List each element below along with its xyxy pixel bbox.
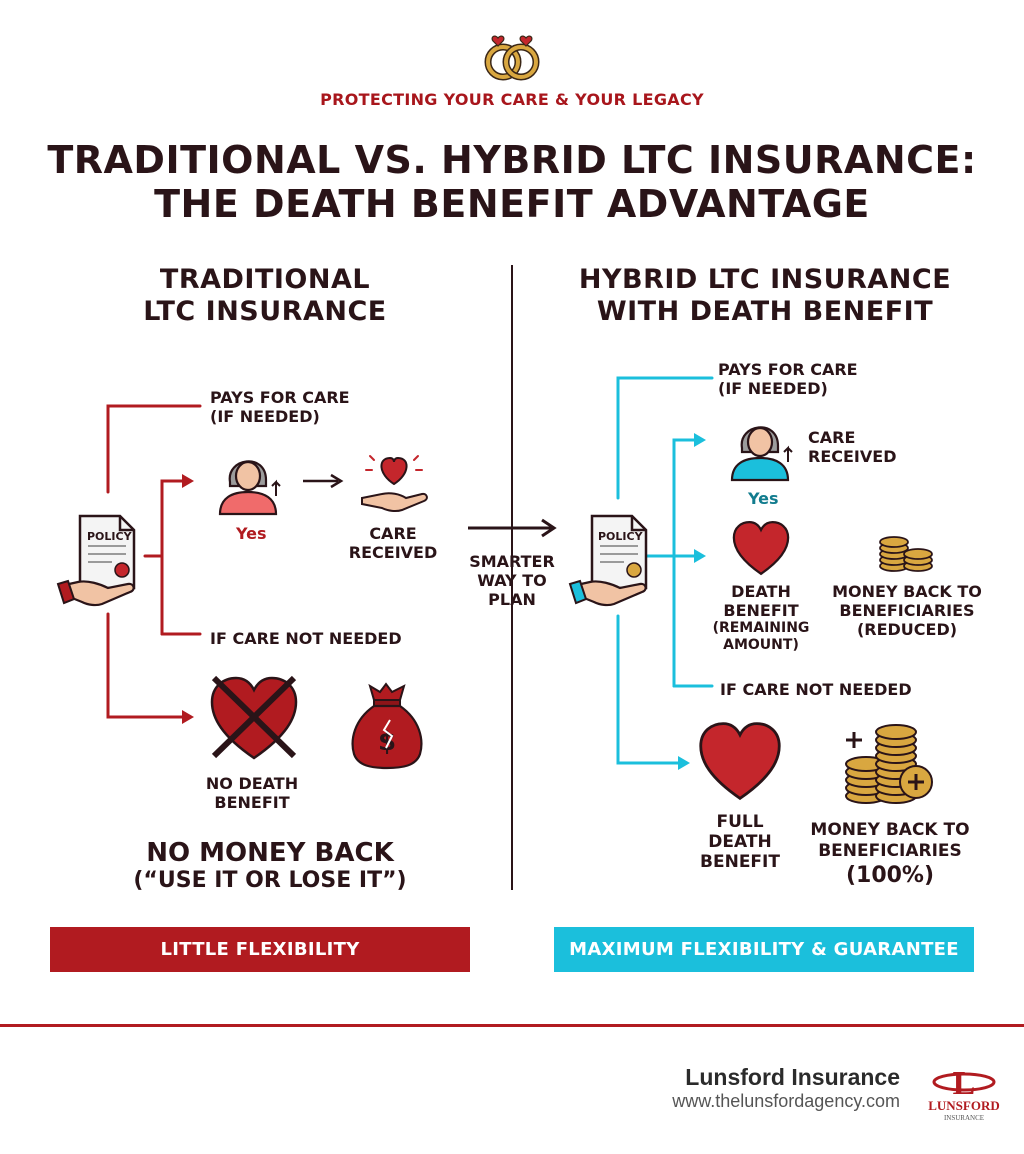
hybrid-title: HYBRID LTC INSURANCE WITH DEATH BENEFIT — [530, 264, 1000, 328]
hybrid-pays-for-care: PAYS FOR CARE (IF NEEDED) — [718, 360, 858, 398]
traditional-policy-label: POLICY — [87, 530, 132, 543]
no-death-benefit: NO DEATH BENEFIT — [182, 774, 322, 812]
smarter-way-arrow — [468, 518, 557, 538]
death-benefit-heart-icon — [732, 521, 790, 576]
coins-stack-plus-icon — [845, 724, 933, 804]
logo-word: LUNSFORD — [928, 1098, 1000, 1113]
torn-money-bag-icon: $ — [351, 682, 423, 770]
use-it-or-lose-it: (“USE IT OR LOSE IT”) — [133, 868, 407, 893]
full-death-benefit: FULL DEATH BENEFIT — [680, 812, 800, 872]
smarter-way-line3: PLAN — [488, 590, 536, 609]
maximum-flexibility-banner: MAXIMUM FLEXIBILITY & GUARANTEE — [554, 927, 974, 972]
money-back-full: MONEY BACK TO BENEFICIARIES (100%) — [800, 820, 980, 890]
traditional-flow-connectors — [106, 404, 344, 724]
hybrid-if-care-not-needed: IF CARE NOT NEEDED — [720, 680, 912, 699]
traditional-pays-for-care: PAYS FOR CARE (IF NEEDED) — [210, 388, 350, 426]
traditional-yes-label: Yes — [236, 524, 267, 543]
money-back-reduced-line3: (REDUCED) — [856, 620, 958, 639]
wedding-rings-icon — [484, 35, 540, 81]
hybrid-patient-icon — [730, 426, 793, 482]
no-death-benefit-line1: NO DEATH — [205, 774, 299, 793]
money-back-reduced: MONEY BACK TO BENEFICIARIES (REDUCED) — [824, 582, 990, 639]
coins-small-icon — [879, 536, 933, 572]
crossed-heart-icon — [210, 675, 298, 760]
little-flexibility-banner: LITTLE FLEXIBILITY — [50, 927, 470, 972]
death-benefit-line4: AMOUNT) — [723, 637, 799, 653]
death-benefit-line1: DEATH — [731, 582, 791, 601]
money-back-full-line3: (100%) — [845, 863, 935, 888]
no-death-benefit-line2: BENEFIT — [214, 793, 290, 812]
hybrid-care-received-line2: RECEIVED — [808, 447, 897, 466]
center-divider — [511, 265, 513, 890]
brand-name: Lunsford Insurance — [685, 1064, 900, 1090]
money-back-reduced-line1: MONEY BACK TO — [832, 582, 982, 601]
heart-in-hand-icon — [361, 455, 428, 513]
brand-url[interactable]: www.thelunsfordagency.com — [672, 1091, 900, 1111]
hybrid-pays-for-care-line2: (IF NEEDED) — [718, 379, 828, 398]
hybrid-policy-label: POLICY — [598, 530, 643, 543]
traditional-title: TRADITIONAL LTC INSURANCE — [50, 264, 480, 328]
eyebrow-tagline: PROTECTING YOUR CARE & YOUR LEGACY — [320, 90, 704, 109]
smarter-way-line1: SMARTER — [469, 552, 555, 571]
money-back-full-line2: BENEFICIARIES — [818, 841, 962, 861]
hybrid-care-received: CARE RECEIVED — [808, 428, 896, 466]
hybrid-flow-connectors — [616, 376, 714, 770]
hybrid-title-line1: HYBRID LTC INSURANCE — [578, 264, 952, 295]
traditional-title-line2: LTC INSURANCE — [143, 296, 387, 327]
traditional-title-line1: TRADITIONAL — [159, 264, 371, 295]
footer-divider — [0, 1024, 1024, 1027]
traditional-if-care-not-needed: IF CARE NOT NEEDED — [210, 629, 402, 648]
traditional-care-received-line2: RECEIVED — [348, 543, 438, 562]
page-title-line2: THE DEATH BENEFIT ADVANTAGE — [154, 182, 870, 226]
hybrid-yes-label: Yes — [748, 489, 779, 508]
money-back-full-line1: MONEY BACK TO — [810, 820, 970, 840]
traditional-care-received: CARE RECEIVED — [330, 524, 456, 562]
page-title: TRADITIONAL VS. HYBRID LTC INSURANCE: TH… — [0, 138, 1024, 226]
no-money-back: NO MONEY BACK — [146, 838, 394, 868]
page-title-line1: TRADITIONAL VS. HYBRID LTC INSURANCE: — [47, 138, 977, 182]
hybrid-pays-for-care-line1: PAYS FOR CARE — [718, 360, 858, 379]
full-death-benefit-heart-icon — [699, 722, 781, 801]
lunsford-logo: L LUNSFORD INSURANCE — [928, 1065, 1000, 1122]
hybrid-policy-hand-icon — [568, 514, 648, 607]
full-death-benefit-line2: DEATH — [708, 832, 772, 852]
hybrid-title-line2: WITH DEATH BENEFIT — [596, 296, 934, 327]
death-benefit-remaining: DEATH BENEFIT (REMAINING AMOUNT) — [700, 582, 822, 654]
traditional-pays-for-care-line2: (IF NEEDED) — [210, 407, 320, 426]
traditional-pays-for-care-line1: PAYS FOR CARE — [210, 388, 350, 407]
traditional-patient-icon — [218, 460, 281, 516]
death-benefit-line2: BENEFIT — [723, 601, 799, 620]
hybrid-care-received-line1: CARE — [808, 428, 856, 447]
full-death-benefit-line1: FULL — [716, 812, 764, 832]
full-death-benefit-line3: BENEFIT — [700, 852, 780, 872]
traditional-care-received-line1: CARE — [369, 524, 417, 543]
death-benefit-line3: (REMAINING — [712, 620, 810, 636]
logo-sub: INSURANCE — [944, 1114, 984, 1122]
smarter-way-line2: WAY TO — [477, 571, 547, 590]
smarter-way-label: SMARTER WAY TO PLAN — [456, 552, 568, 609]
money-back-reduced-line2: BENEFICIARIES — [839, 601, 975, 620]
traditional-policy-hand-icon — [56, 514, 136, 607]
logo-letter: L — [953, 1065, 976, 1102]
